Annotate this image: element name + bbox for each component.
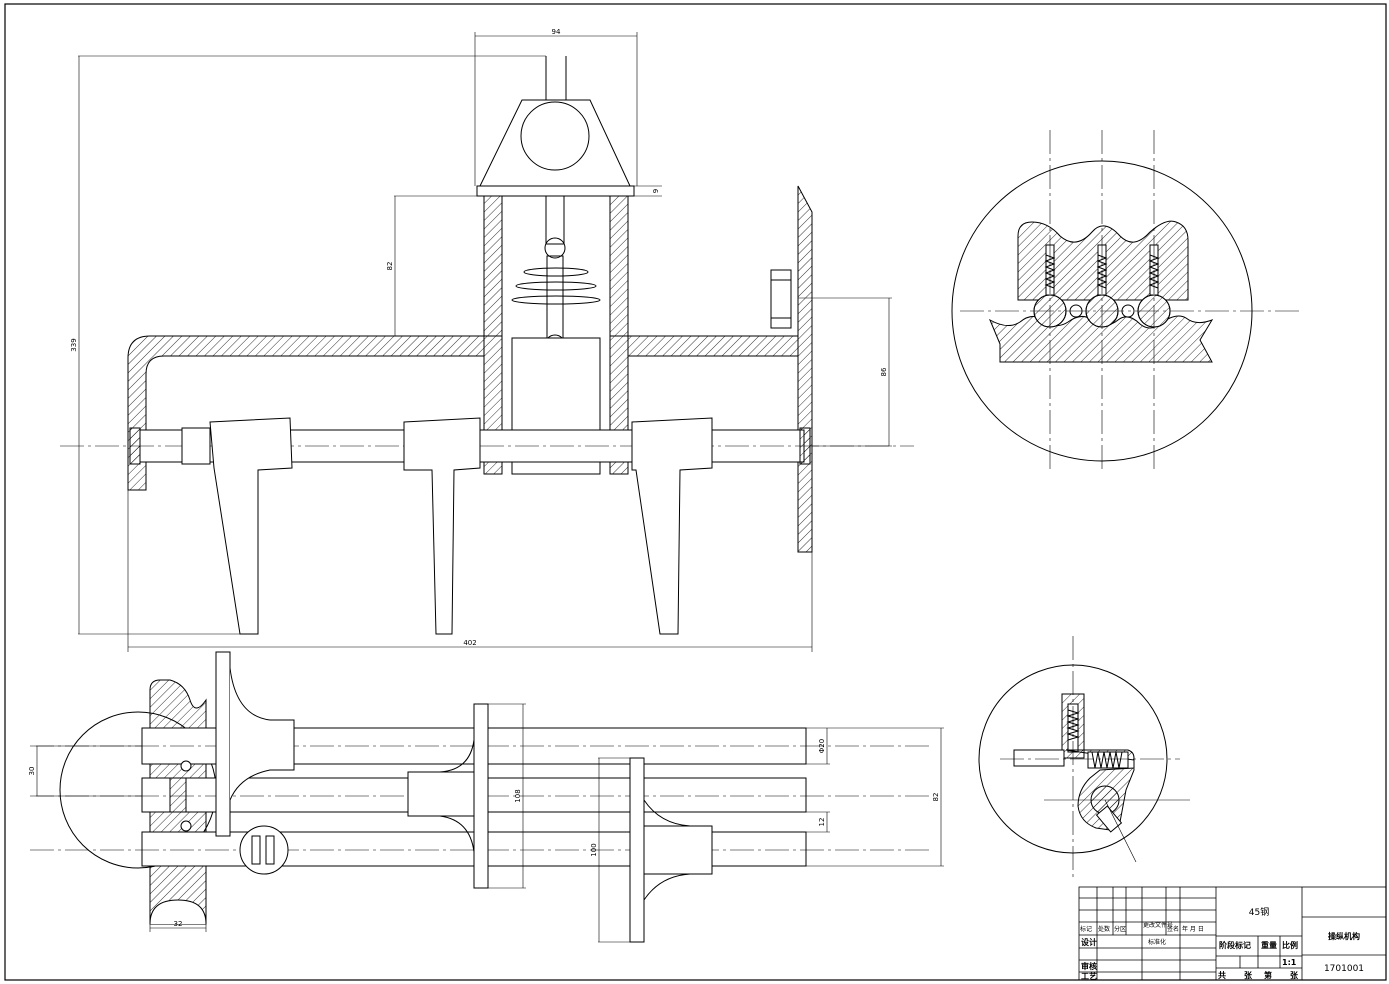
tb-header-count: 处数: [1098, 925, 1110, 933]
dim-center-100: 100: [590, 843, 598, 856]
tb-header-mark: 标记: [1080, 925, 1092, 933]
tb-sheet-unit2: 张: [1290, 971, 1299, 980]
detail-view-2: [978, 636, 1190, 880]
title-block: [1078, 886, 1387, 981]
tb-review: 审核: [1081, 961, 1097, 971]
tb-header-zone: 分区: [1114, 925, 1126, 933]
tb-sheet-no: 第: [1264, 970, 1272, 980]
dim-side-82: 82: [932, 793, 940, 802]
tb-stage-mark: 阶段标记: [1219, 940, 1251, 950]
tb-total: 共: [1218, 970, 1226, 980]
detail-view-1: [951, 130, 1300, 472]
tb-header-doc: 更改文件号: [1143, 921, 1173, 929]
top-view: [30, 651, 944, 943]
dim-top-width: 94: [552, 28, 561, 36]
dim-overall-height: 339: [70, 338, 78, 351]
dim-offset-86: 86: [880, 367, 888, 376]
tb-material: 45钢: [1249, 906, 1269, 918]
tb-design: 设计: [1081, 937, 1097, 947]
dim-center-108: 108: [514, 789, 522, 802]
tb-standardization: 标准化: [1148, 938, 1166, 946]
dim-top-small: 9: [652, 189, 660, 193]
dim-overall-width: 402: [463, 639, 476, 647]
tb-part-name: 操纵机构: [1328, 931, 1360, 941]
dim-small-12: 12: [818, 818, 826, 827]
tb-scale-header: 比例: [1282, 940, 1298, 950]
tb-scale-value: 1:1: [1282, 958, 1297, 967]
tb-weight: 重量: [1261, 940, 1277, 950]
tb-header-sign: 签名: [1167, 925, 1179, 933]
sheet-border: [4, 3, 1387, 981]
dim-shaft-dia: Φ20: [818, 739, 826, 753]
tb-process: 工艺: [1081, 971, 1097, 981]
dim-bottom-32: 32: [174, 920, 183, 928]
tb-drawing-no: 1701001: [1324, 964, 1364, 974]
front-view: [60, 32, 914, 652]
dim-height-82: 82: [386, 262, 394, 271]
tb-sheet-unit: 张: [1244, 971, 1253, 980]
tb-header-date: 年 月 日: [1182, 925, 1204, 933]
dim-left-30: 30: [28, 767, 36, 776]
